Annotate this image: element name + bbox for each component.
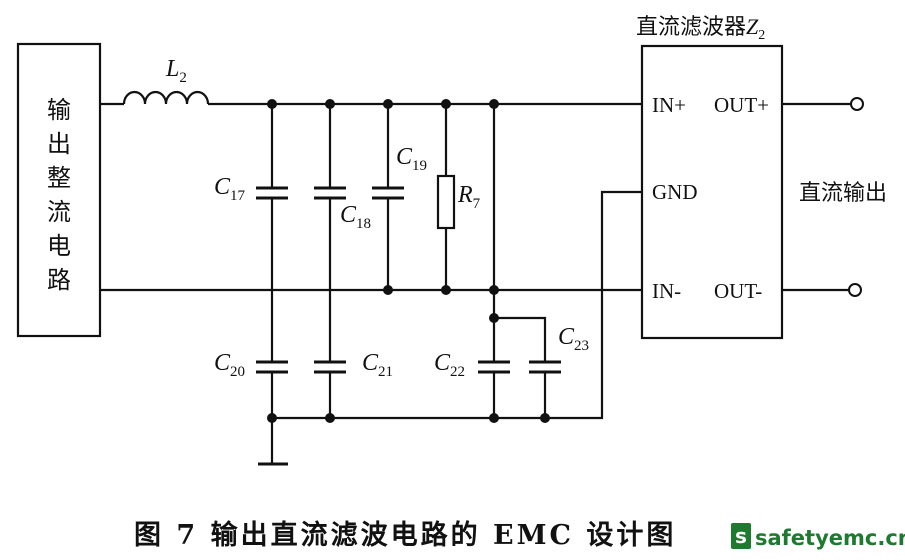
rectifier-label-2: 出	[47, 130, 71, 158]
capacitor-c18	[314, 104, 346, 362]
watermark-logo: s safetyemc.cn	[728, 518, 905, 554]
c17-label: C17	[214, 174, 246, 204]
l2-label: L2	[165, 56, 187, 86]
pin-gnd: GND	[652, 180, 698, 204]
pin-out-minus: OUT-	[714, 279, 762, 303]
capacitor-c21	[314, 360, 346, 418]
rectifier-label-4: 流	[47, 198, 71, 226]
rectifier-block	[16, 42, 102, 338]
capacitor-c17	[256, 104, 288, 464]
capacitor-c22	[478, 360, 510, 418]
c23-label: C23	[558, 324, 589, 354]
junction-dots	[267, 99, 550, 423]
c21-label: C21	[362, 350, 393, 380]
capacitor-c19	[372, 104, 404, 290]
c19-label: C19	[396, 144, 427, 174]
dc-output-label: 直流输出	[799, 181, 887, 206]
svg-text:safetyemc.cn: safetyemc.cn	[755, 526, 905, 550]
c20-label: C20	[214, 350, 245, 380]
svg-text:s: s	[735, 524, 747, 548]
rectifier-label-5: 电	[47, 232, 71, 260]
resistor-r7	[436, 104, 456, 290]
output-negative-terminal	[848, 283, 862, 297]
rectifier-label-3: 整	[47, 164, 71, 192]
r7-label: R7	[457, 182, 481, 212]
dc-filter-title: 直流滤波器Z2	[636, 14, 765, 43]
rectifier-label-6: 路	[47, 266, 71, 294]
figure-caption: 图 7 输出直流滤波电路的 EMC 设计图	[134, 519, 676, 551]
rectifier-label-1: 输	[47, 96, 71, 124]
ground-rail	[272, 190, 642, 420]
dc-filter-block	[640, 44, 784, 340]
pin-out-plus: OUT+	[714, 93, 769, 117]
pin-in-minus: IN-	[652, 279, 681, 303]
inductor-l2	[100, 90, 210, 106]
c22-label: C22	[434, 350, 465, 380]
capacitor-c23	[494, 316, 561, 418]
output-positive-terminal	[850, 97, 864, 111]
c18-label: C18	[340, 202, 371, 232]
pin-in-plus: IN+	[652, 93, 686, 117]
